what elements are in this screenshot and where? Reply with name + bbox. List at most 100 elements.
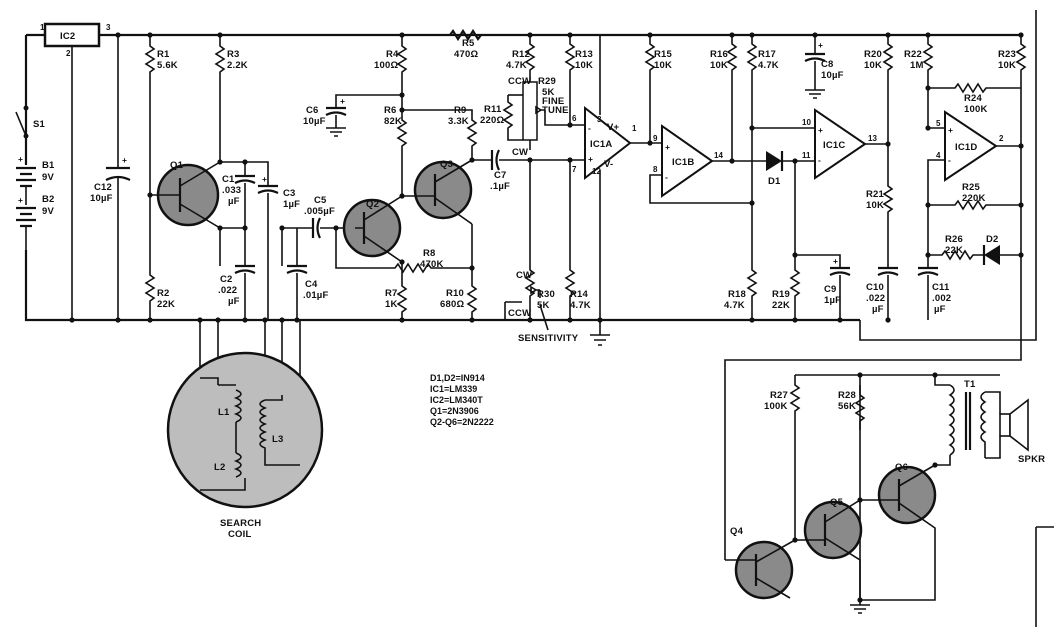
c10-label: C10 (866, 282, 884, 293)
note-line: D1,D2=IN914 (430, 373, 485, 383)
capacitor-c7: C7 .1µF (472, 149, 580, 192)
c6-label: C6 (306, 105, 319, 116)
c5-label: C5 (314, 195, 327, 206)
transistor-q5: Q5 (795, 497, 863, 600)
diode-d2: D2 (982, 234, 1021, 265)
resistor-r23: R23 10K (724, 35, 1027, 560)
resistor-r3: R3 2.2K (214, 35, 248, 162)
r30-label: R30 (537, 289, 555, 300)
capacitor-c4: C4 .01µF (281, 228, 328, 320)
resistor-r25: R25 220K (928, 182, 1021, 211)
coil-label: COIL (228, 529, 252, 540)
svg-text:+: + (588, 154, 593, 164)
spkr-label: SPKR (1018, 454, 1045, 465)
svg-text:6: 6 (572, 114, 577, 123)
opamp-ic1a: - + IC1A V+ V- 6 7 3 12 1 (572, 35, 650, 346)
r2-label: R2 (157, 288, 170, 299)
l3-label: L3 (272, 434, 284, 445)
frame-corner (1035, 526, 1054, 627)
resistor-r27: R27 100K (764, 375, 801, 540)
resistor-r24: R24 100K (928, 82, 1021, 115)
ic2-label: IC2 (60, 31, 75, 42)
c8-label: C8 (821, 59, 834, 70)
c5-value: .005µF (304, 206, 335, 217)
c6-value: 10µF (303, 116, 326, 127)
capacitor-c10: C10 .022 µF (866, 266, 899, 320)
capacitor-c2: C2 .022 µF (218, 228, 256, 320)
capacitor-c12: + C12 10µF (90, 35, 131, 320)
r8-label: R8 (423, 248, 436, 259)
svg-text:+: + (340, 96, 345, 106)
resistor-r12: R12 4.7K (506, 35, 536, 82)
ic1b-label: IC1B (672, 157, 694, 168)
resistor-r7: R7 1K (385, 262, 408, 320)
resistor-r6: R6 82K (384, 105, 408, 196)
r14-value: 4.7K (570, 300, 591, 311)
r21-value: 10K (866, 200, 884, 211)
transistor-q1: Q1 (150, 160, 221, 229)
capacitor-c6: + C6 10µF (303, 94, 402, 137)
c3-label: C3 (283, 188, 296, 199)
r23-label: R23 (998, 49, 1016, 60)
r4-value: 100Ω (374, 60, 398, 71)
resistor-r19: R19 22K (772, 161, 801, 320)
svg-text:8: 8 (653, 165, 658, 174)
note-line: IC2=LM340T (430, 395, 483, 405)
c11-label: C11 (932, 282, 950, 293)
l2-label: L2 (214, 462, 226, 473)
search-label: SEARCH (220, 518, 261, 529)
battery-b1: + B1 9V (16, 154, 55, 188)
resistor-r5: R5 470Ω (449, 28, 482, 60)
opamp-ic1d: + - IC1D 5 4 2 (927, 110, 1021, 205)
cw-label-2: CW (516, 270, 532, 281)
svg-text:+: + (665, 142, 670, 152)
d2-label: D2 (986, 234, 999, 245)
speaker: SPKR (985, 391, 1045, 465)
r15-value: 10K (654, 60, 672, 71)
r28-value: 56K (838, 401, 856, 412)
resistor-r11: R11 220Ω (480, 94, 523, 141)
b1-label: B1 (42, 160, 55, 171)
junction-dots (69, 32, 1024, 603)
r24-value: 100K (964, 104, 988, 115)
r2-value: 22K (157, 299, 175, 310)
ic2-pin1: 1 (40, 23, 45, 32)
r21-label: R21 (866, 189, 885, 200)
d1-label: D1 (768, 176, 781, 187)
resistor-r9: R9 3.3K (402, 105, 478, 160)
q4-label: Q4 (730, 526, 744, 537)
transistor-q2: Q2 (342, 195, 403, 263)
r11-value: 220Ω (480, 115, 504, 126)
r18-value: 4.7K (724, 300, 745, 311)
c12-label: C12 (94, 182, 112, 193)
r5-value: 470Ω (454, 49, 478, 60)
svg-text:1: 1 (632, 124, 637, 133)
transformer-t1: T1 (934, 375, 987, 466)
r22-value: 1M (910, 60, 924, 71)
r10-value: 680Ω (440, 299, 464, 310)
svg-text:-: - (588, 123, 591, 133)
ic2-pin3: 3 (106, 23, 111, 32)
r25-label: R25 (962, 182, 981, 193)
potentiometer-r29: CCW R29 5K FINE TUNE CW (508, 76, 568, 158)
ccw-label-2: CCW (508, 308, 531, 319)
r20-value: 10K (864, 60, 882, 71)
r12-value: 4.7K (506, 60, 527, 71)
resistor-r18: R18 4.7K (724, 128, 758, 320)
ground-rail (24, 250, 860, 322)
transistor-q3: Q3 (402, 159, 473, 225)
search-coil: L1 L2 L3 SEARCH COIL (166, 320, 324, 540)
q3-label: Q3 (440, 159, 453, 170)
r25-value: 220K (962, 193, 986, 204)
c9-label: C9 (824, 284, 837, 295)
c10-value: .022 (866, 293, 885, 304)
cw-label-1: CW (512, 147, 528, 158)
resistor-r15: R15 10K (644, 35, 672, 144)
svg-text:-: - (948, 155, 951, 165)
r29-fine: FINE (542, 96, 564, 107)
svg-text:12: 12 (592, 167, 601, 176)
c9-value: 1µF (824, 295, 841, 306)
capacitor-c3: + C3 1µF (245, 161, 300, 320)
opamp-ic1b: + - IC1B 9 8 14 (649, 124, 766, 204)
c2-label: C2 (220, 274, 233, 285)
